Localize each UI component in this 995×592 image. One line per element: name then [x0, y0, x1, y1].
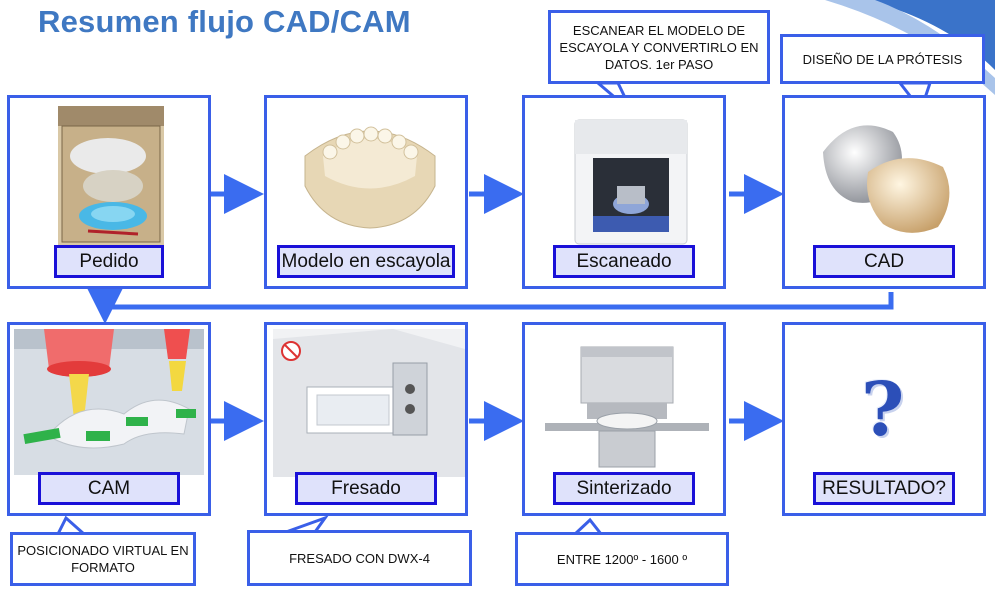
step-card-sinterizado: Sinterizado: [522, 322, 726, 516]
cam-positioning-image: [14, 329, 204, 475]
milling-machine-image: [273, 329, 465, 477]
step-label-pedido: Pedido: [54, 245, 164, 278]
sintering-furnace-image: [545, 346, 709, 468]
callout-cad: DISEÑO DE LA PRÓTESIS: [780, 34, 985, 84]
step-label-resultado: RESULTADO?: [813, 472, 955, 505]
step-card-escaneado: Escaneado: [522, 95, 726, 289]
corner-swoosh: [825, 0, 995, 95]
step-card-modelo: Modelo en escayola: [264, 95, 468, 289]
step-label-fresado: Fresado: [295, 472, 437, 505]
step-label-cad: CAD: [813, 245, 955, 278]
step-card-fresado: Fresado: [264, 322, 468, 516]
plaster-model-image: [304, 126, 436, 229]
step-card-cam: CAM: [7, 322, 211, 516]
order-box-image: [58, 106, 164, 246]
question-mark-icon: ?: [861, 367, 905, 453]
step-card-resultado: ? RESULTADO?: [782, 322, 986, 516]
step-label-sinterizado: Sinterizado: [553, 472, 695, 505]
slide-title: Resumen flujo CAD/CAM: [38, 4, 411, 39]
step-label-modelo: Modelo en escayola: [277, 245, 455, 278]
step-label-cam: CAM: [38, 472, 180, 505]
step-card-cad: CAD: [782, 95, 986, 289]
callout-mill: FRESADO CON DWX-4: [247, 530, 472, 586]
scanner-image: [574, 119, 688, 245]
callout-cam: POSICIONADO VIRTUAL EN FORMATO: [10, 532, 196, 586]
crown-design-image: [823, 125, 950, 233]
step-card-pedido: Pedido: [7, 95, 211, 289]
step-label-escaneado: Escaneado: [553, 245, 695, 278]
callout-sinter: ENTRE 1200º - 1600 º: [515, 532, 729, 586]
callout-scan: ESCANEAR EL MODELO DE ESCAYOLA Y CONVERT…: [548, 10, 770, 84]
